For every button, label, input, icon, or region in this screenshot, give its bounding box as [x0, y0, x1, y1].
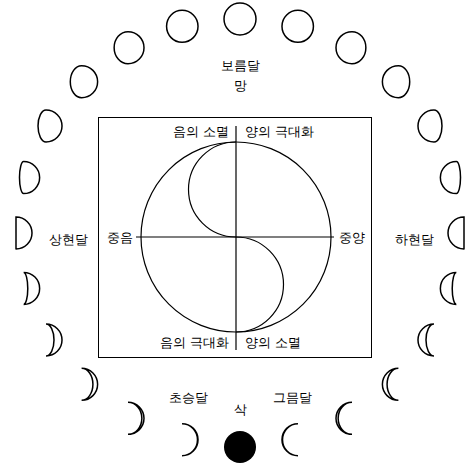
moon-phase	[418, 110, 442, 142]
moon-phase	[167, 10, 198, 42]
frame-box: 음의 소멸 양의 극대화중음 중양음의 극대화 양의 소멸	[98, 117, 372, 358]
moon-phase	[440, 162, 460, 194]
moon-label: 상현달	[47, 232, 90, 248]
moon-phase	[82, 368, 98, 400]
moon-phase	[336, 402, 352, 434]
moon-phase	[46, 324, 62, 356]
moon-phase	[382, 368, 398, 400]
moon-phase	[418, 324, 434, 356]
moon-label: 삭	[232, 402, 249, 418]
phase-label: 중음	[105, 230, 135, 246]
moon-label: 망	[232, 78, 249, 94]
moon-phase	[16, 217, 32, 249]
moon-phase	[128, 402, 144, 434]
moon-label: 초승달	[167, 390, 210, 406]
moon-phase	[114, 32, 144, 64]
new-moon	[224, 431, 256, 463]
moon-phase	[440, 272, 456, 304]
phase-label: 음의 소멸	[171, 124, 231, 140]
phase-label: 양의 소멸	[243, 335, 303, 351]
axis-line	[235, 126, 236, 350]
moon-phase	[70, 66, 97, 98]
moon-phase	[282, 424, 298, 456]
moon-ring	[16, 3, 464, 463]
moon-label: 보름달	[219, 58, 262, 74]
phase-label: 양의 극대화	[243, 124, 316, 140]
moon-phase	[182, 424, 198, 456]
moon-phase	[382, 66, 409, 98]
phase-label: 중양	[337, 230, 367, 246]
moon-phase	[282, 10, 313, 42]
moon-phase	[448, 217, 464, 249]
moon-phase	[336, 32, 366, 64]
moon-phase	[24, 272, 40, 304]
moon-phase	[224, 3, 256, 35]
phase-label: 음의 극대화	[158, 335, 231, 351]
axis-line	[136, 236, 334, 237]
moon-phase	[19, 162, 39, 194]
moon-label: 하현달	[393, 232, 436, 248]
moon-label: 그믐달	[271, 390, 314, 406]
moon-phase	[38, 110, 62, 142]
